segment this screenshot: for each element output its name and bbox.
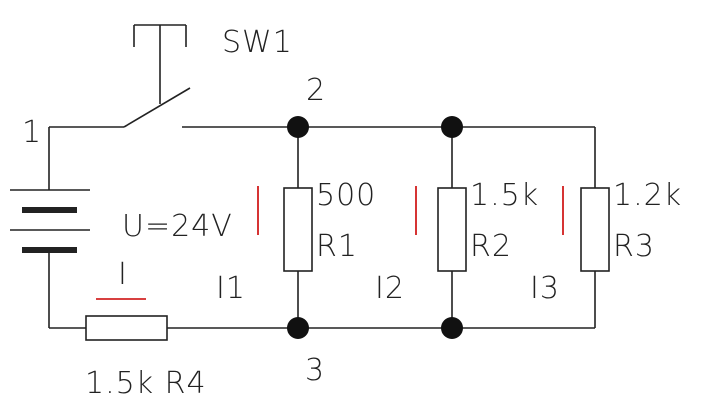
junction-node-2-right bbox=[441, 116, 463, 138]
junction-node-3-right bbox=[441, 317, 463, 339]
resistor-r3 bbox=[580, 187, 610, 272]
battery-source bbox=[10, 189, 90, 253]
resistor-r1 bbox=[283, 187, 313, 272]
resistor-r2 bbox=[437, 187, 467, 272]
current-i2-label: I2 bbox=[375, 271, 405, 306]
resistor-r4 bbox=[85, 315, 168, 341]
node-2-label: 2 bbox=[306, 73, 326, 108]
r3-value-label: 1.2k bbox=[613, 178, 682, 213]
switch-label: SW1 bbox=[222, 25, 293, 60]
current-i1-label: I1 bbox=[216, 271, 246, 306]
node-1-label: 1 bbox=[22, 115, 42, 150]
current-i-label: I bbox=[118, 257, 128, 292]
junction-node-2-left bbox=[287, 116, 309, 138]
r2-value-label: 1.5k bbox=[470, 178, 539, 213]
r1-name-label: R1 bbox=[316, 229, 358, 264]
r2-name-label: R2 bbox=[470, 229, 512, 264]
junction-node-3-left bbox=[287, 317, 309, 339]
current-i3-label: I3 bbox=[530, 271, 560, 306]
r3-name-label: R3 bbox=[613, 229, 655, 264]
node-3-label: 3 bbox=[305, 353, 325, 388]
switch-sw1 bbox=[123, 24, 191, 128]
r1-value-label: 500 bbox=[316, 178, 376, 213]
source-label: U=24V bbox=[122, 209, 233, 244]
switch-blade bbox=[123, 87, 191, 128]
r4-label: 1.5k R4 bbox=[85, 366, 207, 401]
